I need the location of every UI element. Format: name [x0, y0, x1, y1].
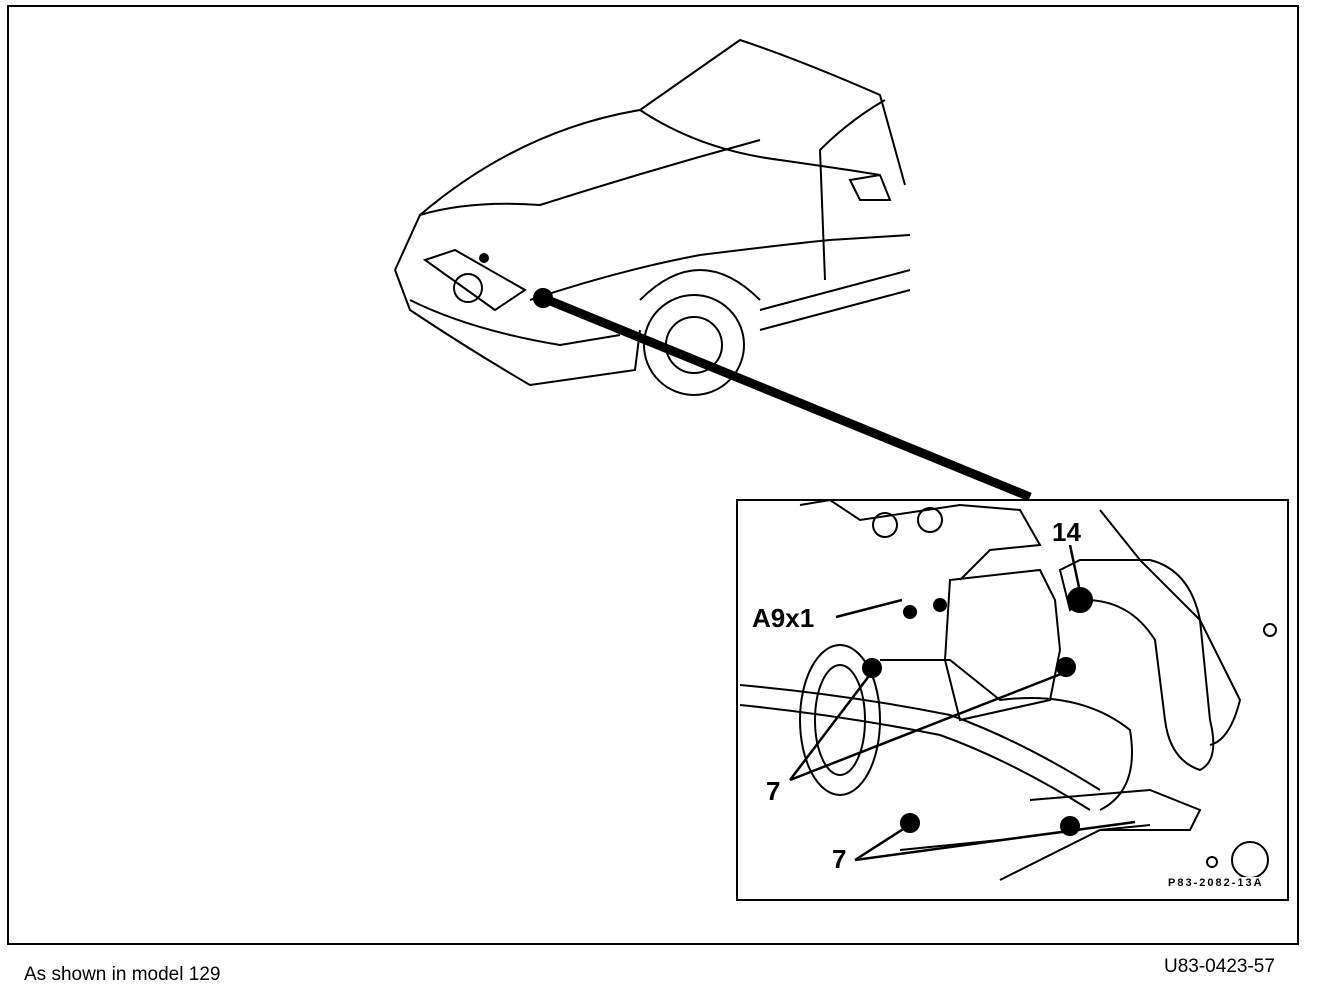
diagram-frame	[7, 5, 1299, 945]
inset-figure-code: P83-2082-13A	[1168, 877, 1264, 889]
callout-14: 14	[1052, 517, 1081, 547]
callout-a9x1: A9x1	[752, 603, 815, 633]
callout-7-lower: 7	[832, 844, 847, 874]
figure-reference-code: U83-0423-57	[1164, 956, 1275, 977]
pointer-line	[541, 293, 1032, 502]
car-illustration	[394, 38, 911, 396]
engine-inset-frame	[736, 499, 1289, 901]
caption-model-note: As shown in model 129	[24, 964, 221, 985]
compressor-illustration	[739, 498, 1277, 881]
leader-lines	[789, 544, 1136, 862]
callout-7-upper: 7	[766, 776, 781, 806]
